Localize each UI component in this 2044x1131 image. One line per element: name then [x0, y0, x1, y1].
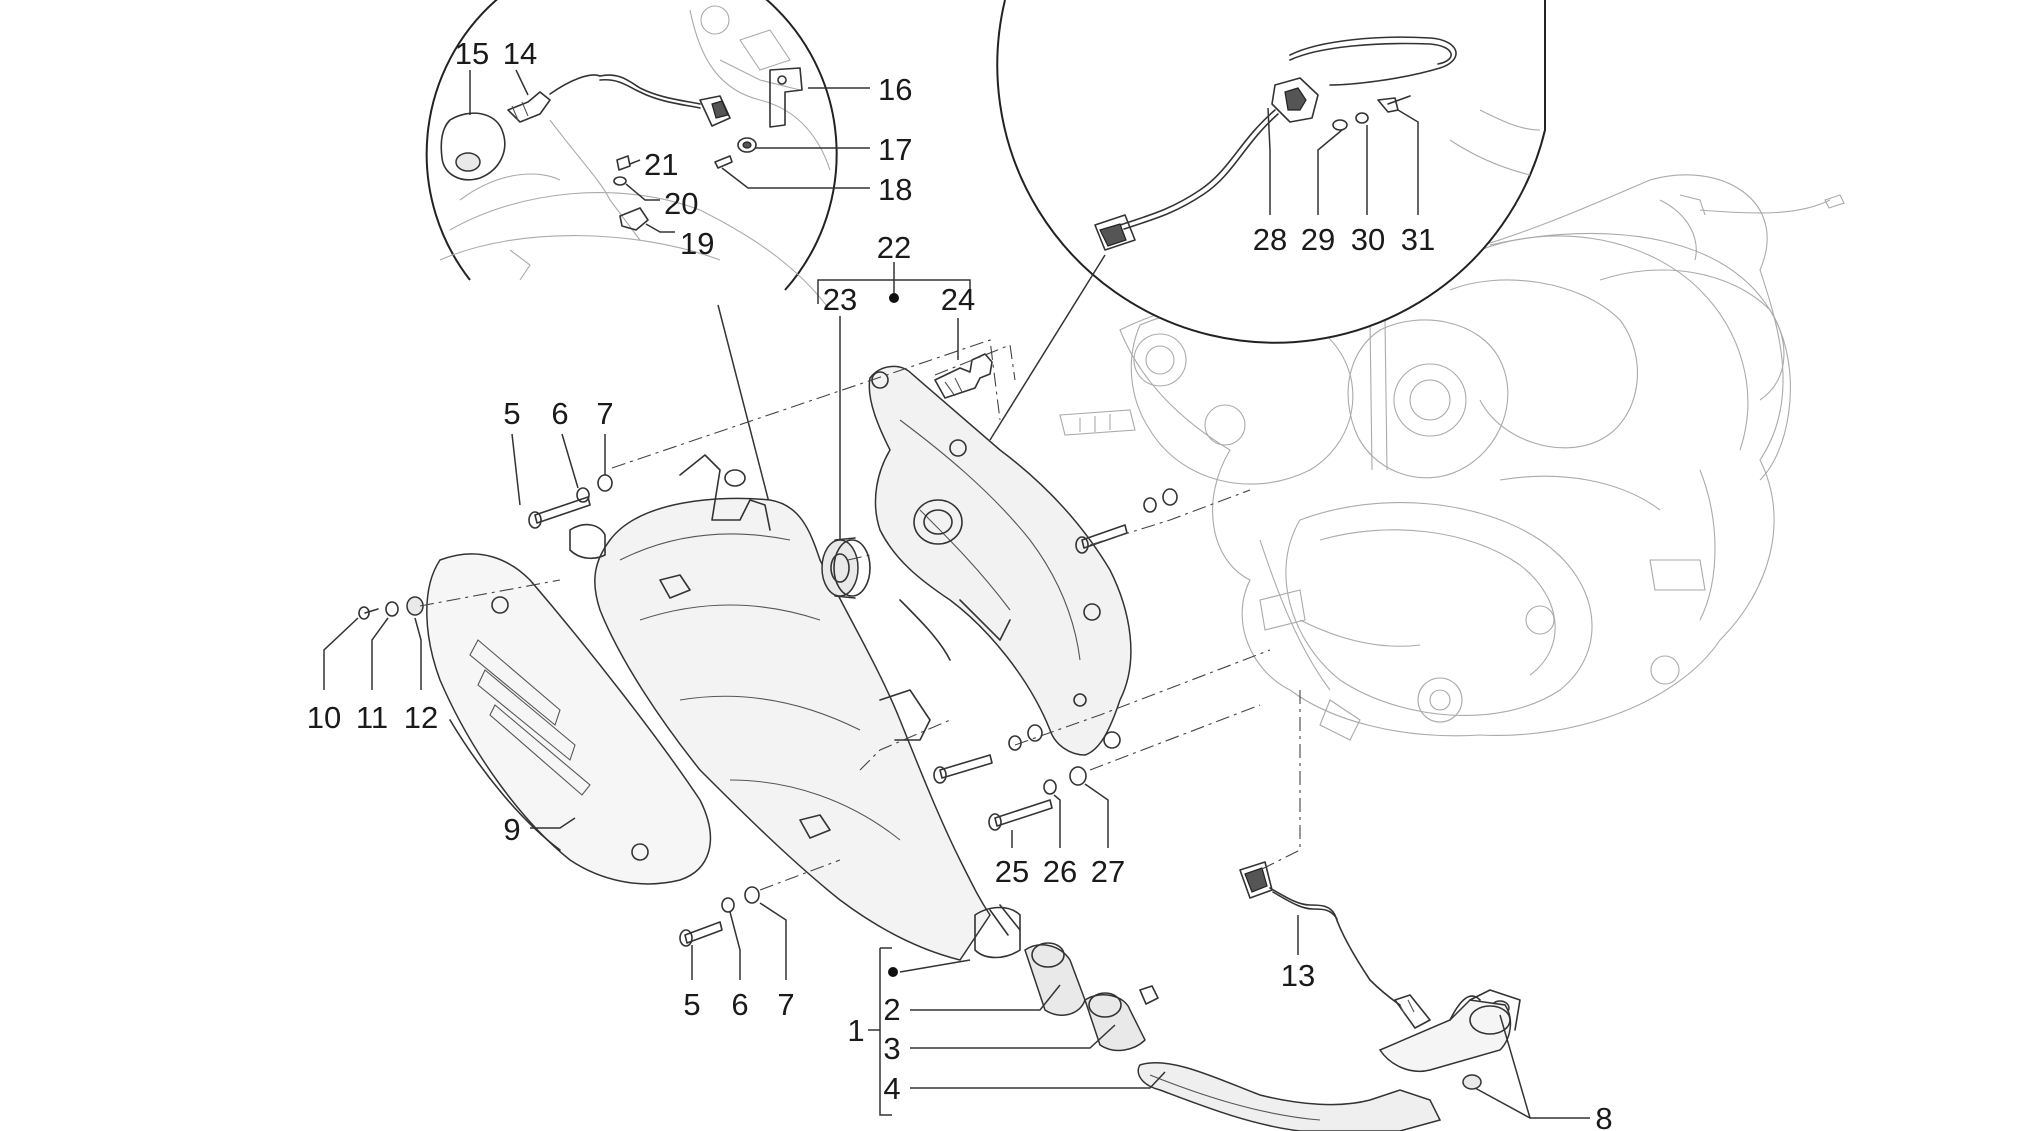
oxygen-sensor-detail [440, 67, 803, 231]
exhaust-pipe-assembly [1024, 942, 1521, 1131]
callout-18: 18 [878, 172, 912, 207]
callout-10: 10 [307, 700, 341, 735]
callout-6-top: 6 [551, 396, 568, 431]
heat-shield [426, 553, 712, 885]
callout-13: 13 [1281, 958, 1315, 993]
callout-8: 8 [1595, 1101, 1612, 1131]
callout-31: 31 [1401, 222, 1435, 257]
callout-24: 24 [941, 282, 975, 317]
callout-29: 29 [1301, 222, 1335, 257]
callout-28: 28 [1253, 222, 1287, 257]
callout-15: 15 [455, 36, 489, 71]
callout-12: 12 [404, 700, 438, 735]
callout-16: 16 [878, 72, 912, 107]
callout-7-bottom: 7 [777, 987, 794, 1022]
callout-labels: 15 14 16 17 18 21 20 19 22 23 24 28 29 3… [307, 36, 1613, 1131]
callout-22: 22 [877, 230, 911, 265]
callout-4: 4 [883, 1071, 900, 1106]
muffler [569, 454, 1021, 961]
callout-1: 1 [847, 1013, 864, 1048]
alignment-lines [419, 339, 1301, 891]
oxygen-sensor [1239, 861, 1431, 1029]
callout-5-top: 5 [503, 396, 520, 431]
callout-7-top: 7 [596, 396, 613, 431]
callout-11: 11 [356, 700, 388, 735]
callout-25: 25 [995, 854, 1029, 889]
callout-5-bottom: 5 [683, 987, 700, 1022]
callout-20: 20 [664, 186, 698, 221]
engine-block [1059, 174, 1845, 741]
callout-23: 23 [823, 282, 857, 317]
callout-30: 30 [1351, 222, 1385, 257]
callout-27: 27 [1091, 854, 1125, 889]
sensor-cable-detail [1094, 36, 1457, 251]
callout-26: 26 [1043, 854, 1077, 889]
callout-14: 14 [503, 36, 537, 71]
detail-circle-right [989, 0, 1546, 441]
mounting-bracket [868, 365, 1132, 756]
callout-19: 19 [680, 226, 714, 261]
detail-circle-left [425, 0, 838, 546]
callout-17: 17 [878, 132, 912, 167]
stud [934, 353, 993, 399]
callout-2: 2 [883, 992, 900, 1027]
leader-lines [323, 69, 1590, 1119]
bearing [821, 537, 871, 599]
callout-9: 9 [503, 812, 520, 847]
callout-3: 3 [883, 1031, 900, 1066]
callout-21: 21 [644, 147, 678, 182]
callout-6-bottom: 6 [731, 987, 748, 1022]
